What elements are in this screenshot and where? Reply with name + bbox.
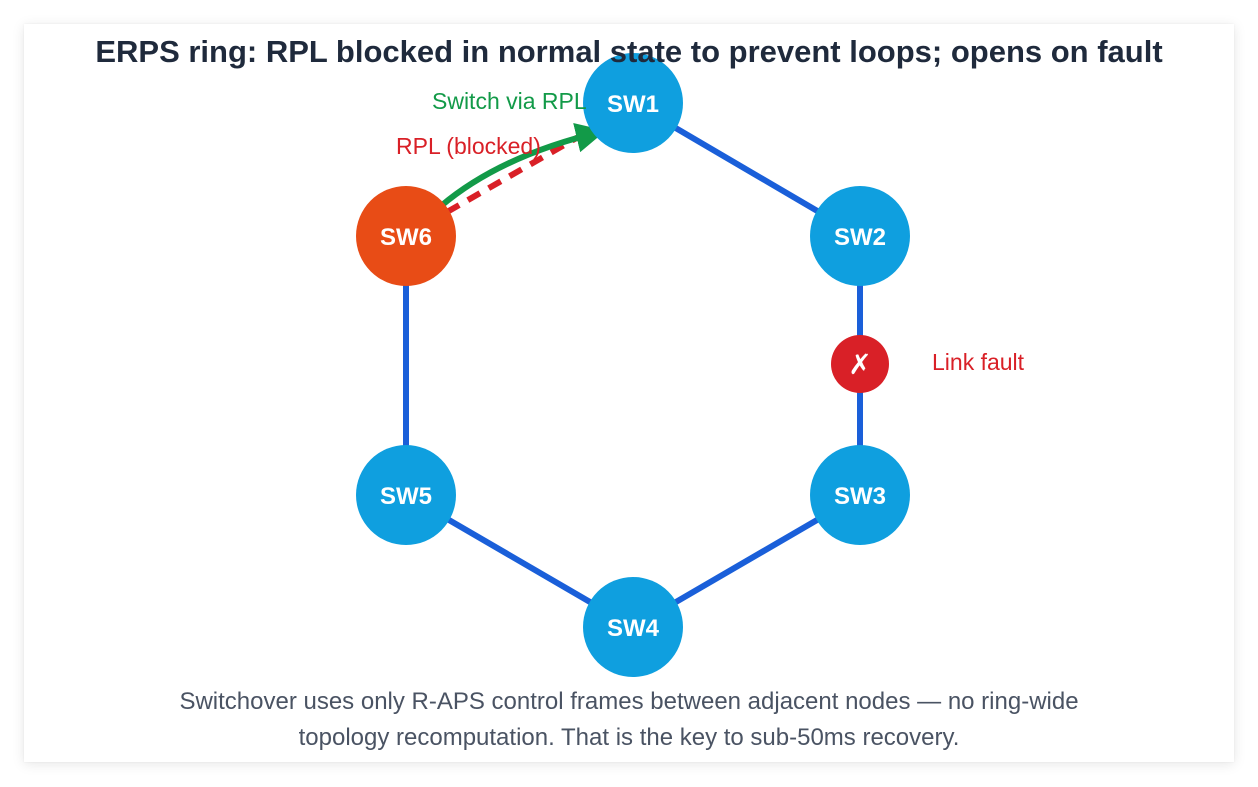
fault-label: Link fault: [932, 349, 1025, 375]
node-sw1[interactable]: SW1: [583, 53, 683, 153]
node-label: SW5: [380, 483, 432, 510]
diagram-title: ERPS ring: RPL blocked in normal state t…: [95, 34, 1163, 69]
node-label: SW2: [834, 224, 886, 251]
rpl-label: RPL (blocked): [396, 133, 541, 159]
node-label: SW3: [834, 483, 886, 510]
node-sw5[interactable]: SW5: [356, 445, 456, 545]
switch-via-rpl-arrow: [439, 123, 606, 209]
node-sw2[interactable]: SW2: [810, 186, 910, 286]
caption-line-2: topology recomputation. That is the key …: [298, 724, 960, 751]
fault-x-icon: ✗: [848, 348, 871, 381]
node-sw3[interactable]: SW3: [810, 445, 910, 545]
switch-label: Switch via RPL: [432, 88, 587, 114]
rpl-blocked-link: [445, 133, 582, 215]
link-fault-marker: ✗: [831, 335, 889, 393]
node-sw4[interactable]: SW4: [583, 577, 683, 677]
caption: Switchover uses only R‑APS control frame…: [0, 684, 1258, 756]
node-label: SW1: [607, 91, 659, 118]
caption-line-1: Switchover uses only R‑APS control frame…: [179, 688, 1079, 715]
node-sw6-rpl-owner[interactable]: SW6: [356, 186, 456, 286]
node-label: SW4: [607, 615, 660, 642]
node-label: SW6: [380, 224, 432, 251]
